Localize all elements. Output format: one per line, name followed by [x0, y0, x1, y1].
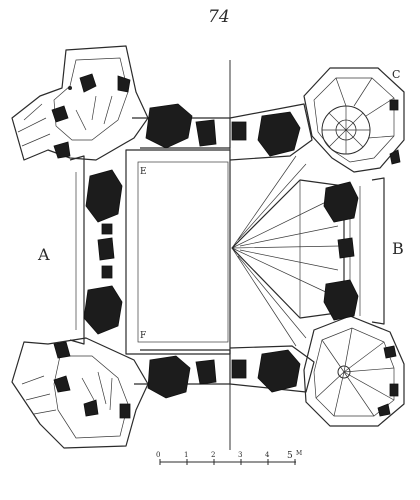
pier-bottom-right-left: [195, 359, 217, 385]
scale-tick-1: 1: [184, 451, 188, 459]
pier-top-right: [257, 111, 301, 157]
bottom-left-tower: [11, 337, 149, 449]
plate-number: 74: [208, 7, 230, 27]
left-curtain-wall: [69, 155, 85, 345]
vault-ribs: [231, 155, 341, 347]
pier-bottom-right: [257, 349, 301, 393]
scale-tick-3: 3: [238, 451, 242, 459]
label-right-half: B: [392, 239, 404, 258]
pier-left-lower: [83, 285, 123, 335]
right-outer-wall: [371, 177, 385, 325]
pier-left-upper: [85, 169, 123, 223]
courtyard-outer: [125, 149, 231, 355]
scale-tick-0: 0: [156, 451, 160, 459]
label-court-bottom: F: [140, 331, 146, 341]
label-corner-tower: C: [392, 68, 400, 81]
right-half-vaulting: [229, 67, 405, 427]
pier-top-left: [145, 103, 193, 149]
label-court-top: E: [140, 167, 147, 177]
pier-right-lower: [323, 279, 359, 321]
pier-bottom-left: [147, 355, 191, 399]
pier-top-right-left: [195, 119, 217, 147]
bottom-right-tower: [303, 315, 405, 427]
top-left-tower: [11, 45, 149, 161]
top-wall-right: [229, 103, 313, 161]
scale-unit: M: [296, 450, 302, 457]
scale-tick-2: 2: [211, 451, 215, 459]
top-right-tower: [303, 67, 405, 173]
pier-right-upper: [323, 181, 359, 223]
left-half-plan: [11, 45, 231, 449]
courtyard-inner: [137, 161, 229, 343]
label-left-half: A: [37, 245, 50, 264]
pier-left-mid: [97, 237, 115, 261]
scale-bar: 0 1 2 3 4 5 M: [156, 450, 302, 465]
pier-right-mid: [337, 237, 355, 259]
scale-tick-4: 4: [265, 451, 270, 459]
scale-tick-5: 5: [287, 451, 293, 461]
